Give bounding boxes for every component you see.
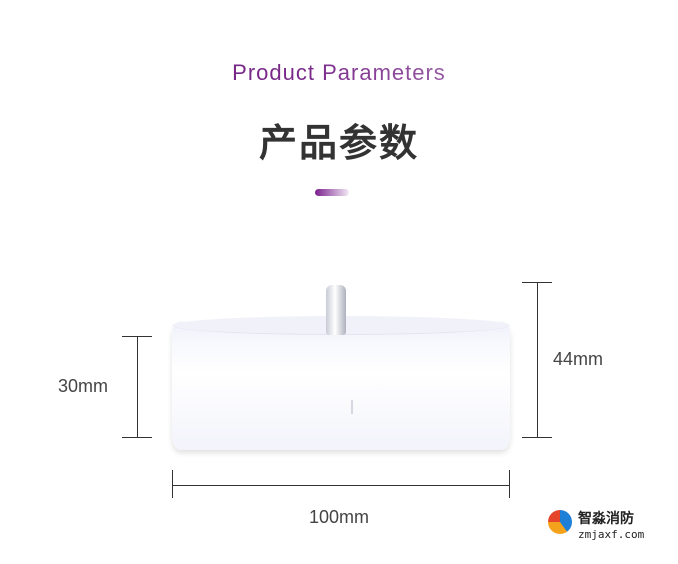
accent-bar [315, 189, 349, 196]
height-label-right: 44mm [553, 349, 604, 369]
watermark-text: 智淼消防 zmjaxf.com [578, 510, 645, 541]
device-indicator [351, 400, 353, 414]
page-title: 产品参数 [258, 121, 419, 165]
width-label: 100mm [308, 507, 370, 527]
dimension-cap [122, 336, 152, 337]
height-label-left: 30mm [58, 376, 109, 396]
dimension-cap [522, 437, 552, 438]
dimension-line [537, 282, 538, 437]
dimension-cap [172, 470, 173, 498]
dimension-cap [509, 470, 510, 498]
dimension-cap [522, 282, 552, 283]
subtitle-en: Product Parameters [0, 60, 678, 86]
dimension-cap [122, 437, 152, 438]
dimension-line [172, 485, 510, 486]
device-nozzle [326, 285, 346, 335]
brand-logo-icon [548, 510, 572, 534]
dimension-line [137, 336, 138, 437]
device-body [172, 322, 510, 450]
